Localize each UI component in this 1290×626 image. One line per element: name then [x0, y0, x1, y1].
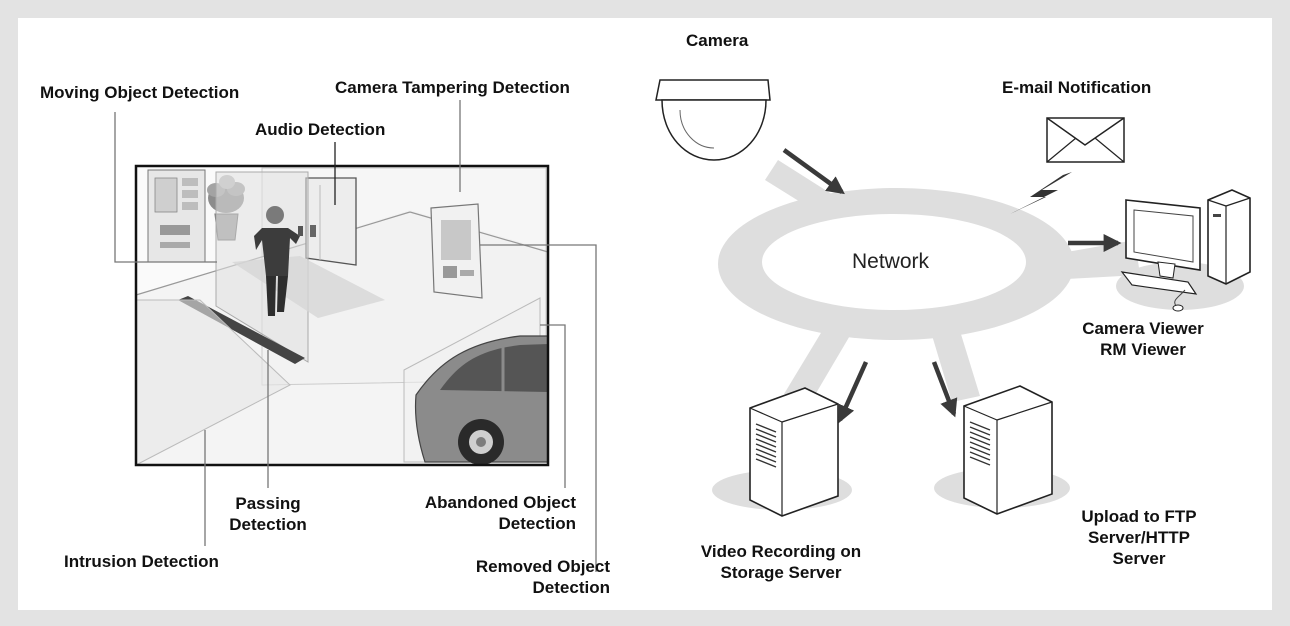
moving-object-leader	[114, 112, 217, 263]
passing-line2: Detection	[229, 515, 307, 534]
spoke-ftp	[928, 318, 980, 402]
camera-label: Camera	[686, 31, 749, 50]
arrow-network-to-storage	[837, 361, 869, 424]
pc-monitor-icon	[1120, 189, 1251, 312]
network-label: Network	[852, 250, 930, 273]
passing-line1: Passing	[235, 494, 301, 513]
audio-detection-label: Audio Detection	[255, 120, 386, 139]
upload-line1: Upload to FTP	[1081, 507, 1197, 526]
vending-machine	[147, 169, 206, 263]
upload-line3: Server	[1112, 549, 1166, 568]
camera-viewer-line1: Camera Viewer	[1082, 319, 1204, 338]
video-line1: Video Recording on	[700, 542, 862, 561]
arrow-network-to-ftp	[931, 361, 958, 418]
abandoned-object-detection-label: Abandoned Object Detection	[394, 492, 576, 534]
camera-viewer-line2: RM Viewer	[1100, 340, 1186, 359]
dome-camera-icon	[655, 79, 771, 161]
leader-lines	[114, 100, 597, 572]
camera-viewer-label: Camera Viewer RM Viewer	[1068, 318, 1218, 360]
envelope-icon	[1046, 117, 1125, 163]
intrusion-detection-label: Intrusion Detection	[64, 552, 219, 571]
passing-detection-label: Passing Detection	[218, 493, 318, 535]
arrow-camera-to-network	[782, 148, 845, 195]
wall-poster	[430, 203, 483, 299]
email-notification-label: E-mail Notification	[1002, 78, 1152, 97]
person-figure	[254, 206, 303, 316]
removed-object-detection-label: Removed Object Detection	[440, 556, 610, 598]
abandoned-line2: Detection	[498, 514, 576, 533]
flow-arrows	[782, 148, 1122, 424]
car	[414, 335, 549, 465]
door	[305, 177, 357, 266]
abandoned-line1: Abandoned Object	[424, 493, 576, 512]
video-line2: Storage Server	[720, 563, 842, 582]
lightning-icon	[1010, 172, 1072, 214]
removed-line2: Detection	[532, 578, 610, 597]
upload-ftp-label: Upload to FTP Server/HTTP Server	[1064, 506, 1214, 569]
video-recording-label: Video Recording on Storage Server	[676, 541, 886, 583]
camera-tampering-detection-label: Camera Tampering Detection	[335, 78, 570, 97]
server-tower-icon	[749, 387, 839, 517]
server-tower-icon	[963, 385, 1053, 515]
surveillance-scene	[134, 164, 550, 467]
abandoned-object-leader	[540, 324, 566, 488]
removed-line1: Removed Object	[475, 557, 610, 576]
upload-line2: Server/HTTP	[1087, 528, 1191, 547]
spoke-storage	[784, 318, 858, 400]
moving-object-detection-label: Moving Object Detection	[40, 83, 240, 102]
scene-frame	[134, 164, 550, 467]
removed-object-leader	[480, 244, 597, 572]
